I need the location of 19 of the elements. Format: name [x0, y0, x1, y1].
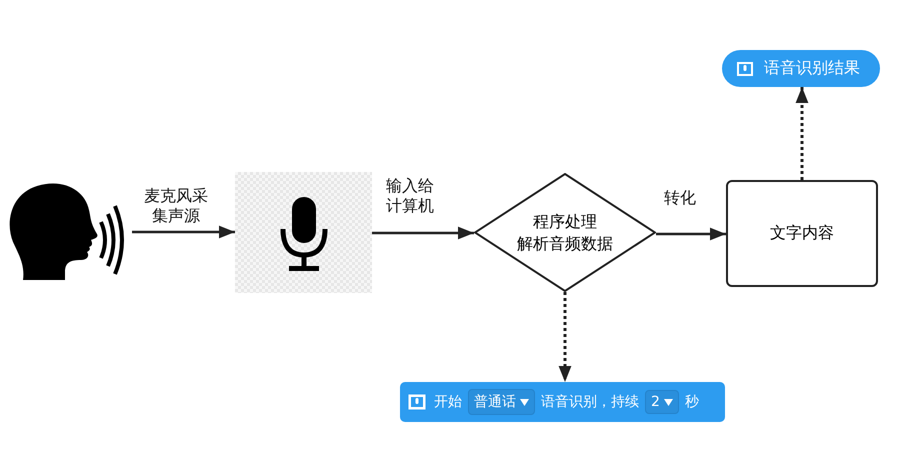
dropdown: 普通话 [468, 389, 535, 415]
diamond-text: 程序处理 [533, 210, 597, 232]
arrow [372, 226, 474, 240]
picture [235, 172, 372, 293]
arrow [656, 228, 726, 240]
reporter-block [722, 50, 880, 87]
diamond-text: 解析音频数据 [517, 232, 613, 254]
decision-diamond [474, 173, 656, 292]
arrow [796, 87, 808, 180]
process-box [726, 180, 878, 287]
arrow [132, 226, 235, 238]
box-text: 文字内容 [770, 223, 834, 244]
block-text: 语音识别结果 [764, 58, 860, 79]
block-text: 语音识别，持续 [541, 393, 639, 411]
block-text: 开始 [434, 393, 462, 411]
code-block [400, 382, 725, 422]
arrow [558, 292, 572, 382]
dropdown: 2 [645, 390, 679, 414]
block-text: 秒 [684, 393, 699, 411]
